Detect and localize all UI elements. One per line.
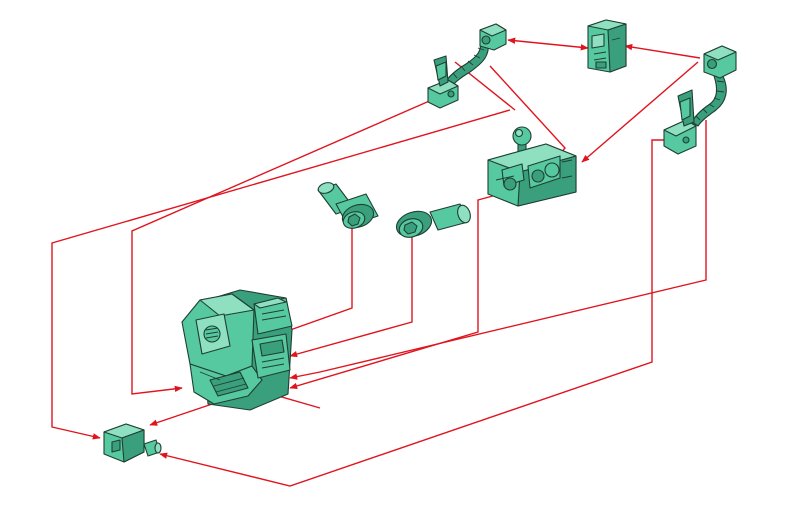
hub-to-waist-connector [51,109,511,440]
left-cable-to-chest-block [507,37,589,51]
connection-wires [51,37,707,487]
left-cable-to-torso [131,91,451,395]
hub-joint [487,126,577,207]
left-cable-harness [427,23,507,109]
right-shoulder-peg [395,203,471,238]
chest-block [587,19,627,73]
right-cable-to-chest-block [624,43,701,59]
hub-to-torso [289,193,501,390]
right-cable-to-hub-joint [581,61,699,163]
left-shoulder-peg [317,182,379,229]
torso-body [181,289,293,411]
hub-ball [512,126,532,146]
right-cable-segments [691,73,727,127]
right-cable-to-torso [289,120,707,380]
right-peg-to-torso [289,230,413,358]
waist-connector [103,423,162,463]
right-cable-to-waist-connector [159,139,672,487]
right-cable-harness [663,45,737,155]
